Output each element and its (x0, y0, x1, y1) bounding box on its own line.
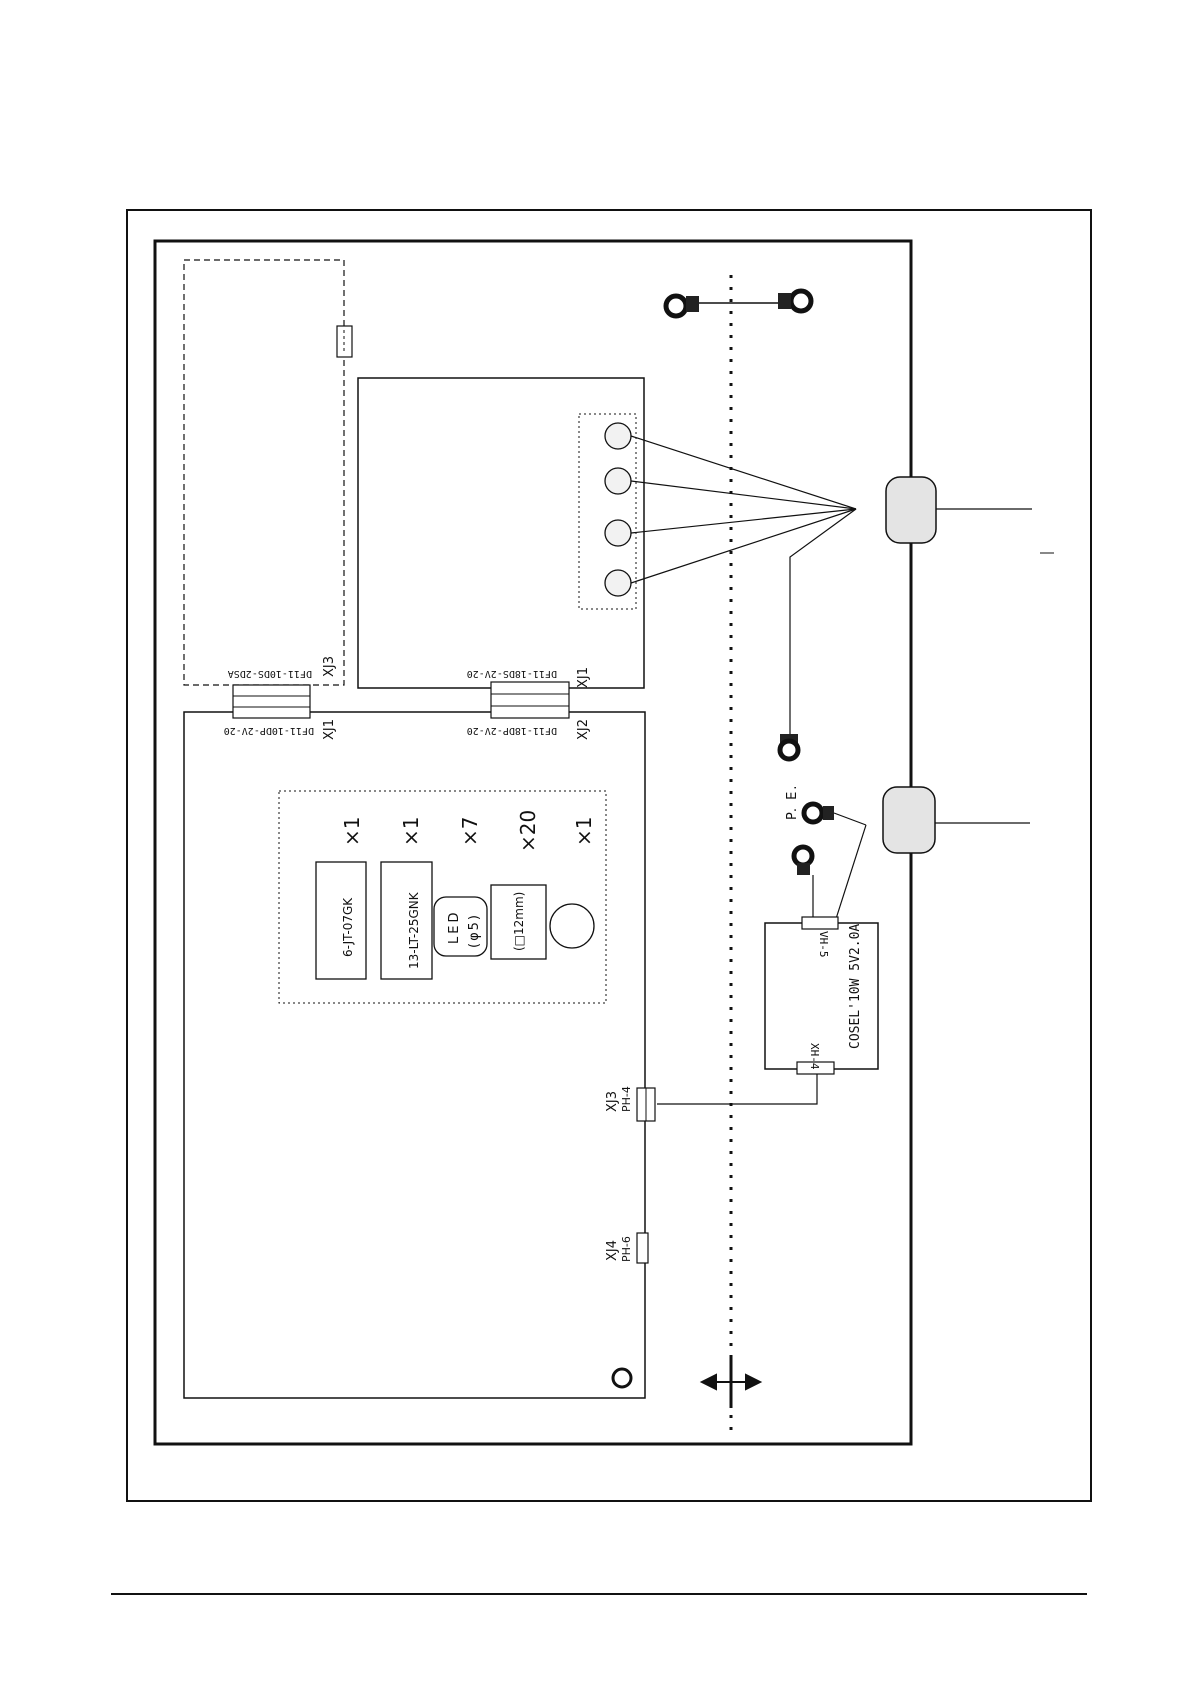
part-qty-5: ×1 (572, 817, 596, 846)
part-led-label: LED (447, 910, 462, 944)
ring-terminal-pair (666, 291, 811, 316)
left-xj1-part: DF11-10DP-2V-20 (224, 725, 314, 736)
pe-label: P. E. (785, 784, 800, 820)
lamp-wires (631, 436, 1032, 735)
part-qty-3: ×7 (458, 817, 482, 846)
part-6-jt-07gk-label: 6-JT-07GK (341, 897, 355, 957)
right-xj1-label: XJ1 (576, 667, 591, 688)
connector-right-pair (491, 682, 569, 718)
left-xj1-label: XJ1 (322, 719, 337, 740)
right-xj1-part: DF11-18DS-2V-20 (467, 668, 557, 679)
board-xj4-label: XJ4 (605, 1240, 620, 1261)
left-xj3-label: XJ3 (322, 656, 337, 677)
board-xj4-part: PH-6 (620, 1236, 633, 1262)
lamp-2-icon (605, 468, 631, 494)
ground-terminal (780, 734, 798, 759)
pe-wires (813, 813, 866, 925)
vh5-connector (802, 917, 838, 929)
connector-left-pair (233, 685, 310, 718)
lamp-1-icon (605, 423, 631, 449)
outer-frame (127, 210, 1091, 1501)
main-control-board (184, 712, 645, 1398)
double-arrow-icon (702, 1358, 760, 1408)
psu-to-board-wire (657, 1074, 817, 1104)
part-12mm-label: (□12mm) (512, 892, 526, 951)
part-qty-4: ×20 (516, 810, 540, 852)
mounting-hole (613, 1369, 631, 1387)
part-qty-2: ×1 (399, 817, 423, 846)
pe-terminal (794, 804, 834, 875)
power-supply-label: COSEL'10W 5V2.0A (848, 924, 863, 1049)
xh4-label: XH-4 (808, 1043, 821, 1070)
part-led-sub: (φ5) (467, 913, 482, 948)
left-xj3-part: DF11-10DS-2DSA (228, 668, 312, 679)
right-xj2-label: XJ2 (576, 719, 591, 740)
board-top-right (358, 378, 644, 688)
cable-gland-lower (883, 787, 935, 853)
board-xj4-connector (637, 1233, 648, 1263)
board-xj3-part: PH-4 (620, 1086, 633, 1112)
cable-gland-upper (886, 477, 936, 543)
board-xj3-label: XJ3 (605, 1091, 620, 1112)
part-round-icon (550, 904, 594, 948)
part-qty-1: ×1 (340, 817, 364, 846)
part-13-lt-25gnk-label: 13-LT-25GNK (407, 891, 421, 969)
lamp-4-icon (605, 570, 631, 596)
vh5-label: VH-5 (817, 931, 830, 958)
lamp-3-icon (605, 520, 631, 546)
right-xj2-part: DF11-18DP-2V-20 (467, 725, 557, 736)
dashed-board-top-left (184, 260, 344, 685)
